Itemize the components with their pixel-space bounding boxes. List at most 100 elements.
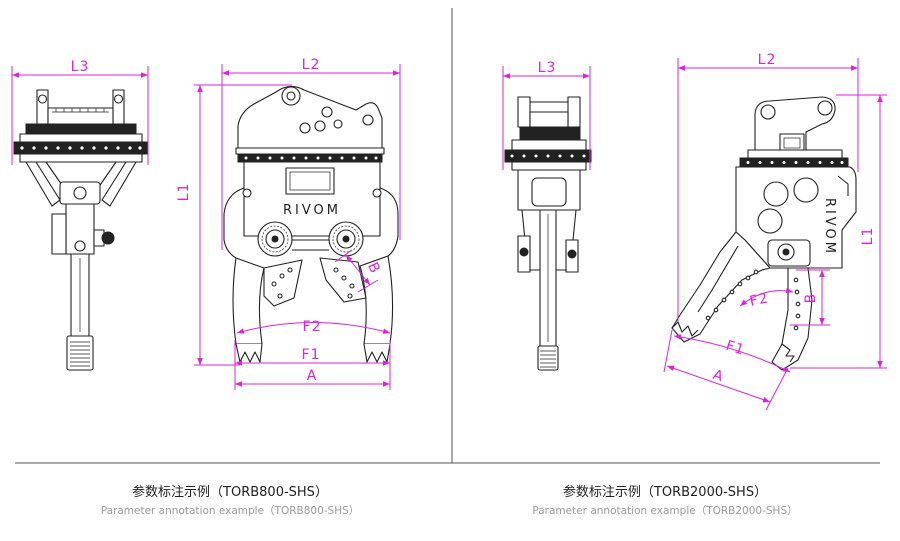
jaw-tip [66, 335, 94, 371]
dim-label-l1: L1 [860, 227, 876, 246]
side-arm-right [101, 161, 137, 207]
cylinder-pin [73, 186, 87, 200]
torb800-dimensions: L3 L2 L1 B F2 F1 A [11, 57, 401, 390]
bracket-base-plate [235, 147, 385, 155]
ear-pin [113, 94, 124, 104]
dim-label-l3: L3 [71, 59, 90, 75]
bracket-pin-hole [760, 104, 776, 120]
ear-pin [37, 94, 48, 104]
left-rotary-gear [257, 221, 293, 257]
dim-label-f1: F1 [302, 347, 321, 363]
mount-crossbar [529, 111, 569, 128]
left-jaw-teeth [235, 343, 263, 363]
body-window [531, 177, 567, 207]
body-hole [763, 181, 789, 207]
right-jaw [771, 267, 813, 371]
body-hole [793, 177, 819, 203]
left-caption-en: Parameter annotation example（TORB800-SHS… [100, 505, 360, 517]
flange-bolts [244, 156, 378, 160]
b-extension-top [334, 249, 353, 263]
a-extension-right [765, 367, 789, 411]
right-shoulder [379, 187, 399, 257]
bracket-pin [286, 91, 296, 101]
mount-crossbar [47, 107, 114, 125]
top-plate [511, 139, 587, 151]
right-mount-ear [567, 96, 581, 128]
bracket-hole [362, 114, 374, 126]
body-hole [757, 208, 783, 234]
right-rotary-gear [328, 221, 364, 257]
right-jaw-holes [793, 277, 801, 331]
left-jaw-ridge [697, 245, 739, 313]
shoulder-bolt [242, 188, 252, 198]
a-extension-left [663, 329, 673, 373]
brand-mark: RIVOM [283, 203, 341, 218]
left-jaw [671, 231, 771, 343]
jaw-pin [567, 249, 577, 259]
side-lug-left [51, 213, 67, 255]
top-plate [19, 133, 143, 143]
dim-label-l1: L1 [176, 183, 192, 202]
a-dimension-line [666, 365, 771, 403]
left-shoulder [223, 187, 245, 259]
left-mount-ear [517, 96, 531, 128]
left-caption-cn: 参数标注示例（TORB800-SHS） [132, 485, 328, 500]
rotary-gear-hub [782, 248, 790, 256]
dim-label-a: A [307, 368, 318, 384]
flange-bolts [510, 154, 586, 158]
mount-bracket [237, 85, 383, 149]
name-plate-inner [289, 171, 331, 191]
f2-dimension-arc [739, 287, 794, 307]
flange-bolts [746, 161, 844, 164]
dim-label-a: A [711, 367, 726, 386]
dim-label-f2: F2 [748, 290, 770, 310]
torb2000-side-view [504, 96, 592, 371]
torb2000-dimensions: L3 L2 L1 B F2 F1 A [502, 52, 887, 411]
jaw-tip [537, 345, 559, 371]
crossbar-teeth [52, 108, 109, 113]
dim-label-l2: L2 [758, 52, 777, 68]
rotation-flange [237, 153, 383, 163]
f1-dimension-arc [673, 334, 791, 373]
bottom-plate [19, 153, 143, 163]
left-moving-jaw [263, 259, 303, 307]
side-arm-left [25, 161, 61, 207]
b-dimension-line [345, 254, 371, 286]
right-jaw-teeth [363, 343, 391, 363]
f2-dimension-arc [236, 322, 391, 334]
dim-label-l2: L2 [302, 57, 321, 73]
jaw-tip-teeth [540, 350, 556, 368]
b-extension-bottom [357, 279, 379, 293]
bracket-hole [299, 122, 311, 134]
dim-label-f1: F1 [724, 338, 747, 359]
bottom-plate [511, 161, 587, 171]
top-plate [747, 149, 843, 159]
side-lug [101, 231, 115, 245]
jaw-pin [519, 247, 529, 257]
bracket-block-inner [783, 137, 801, 149]
shoulder-bolt [372, 188, 382, 198]
right-caption-en: Parameter annotation example（TORB2000-SH… [532, 505, 798, 517]
bracket-pin-hole [817, 100, 833, 116]
dim-label-l3: L3 [538, 60, 557, 76]
bracket-hole [321, 106, 333, 118]
left-fixed-jaw [232, 257, 265, 345]
torb2000-main-view: RIVOM [671, 96, 857, 371]
pivot-pin [74, 240, 86, 252]
torb800-side-view [13, 89, 149, 371]
mount-base-bar [519, 126, 581, 141]
left-jaw-holes [705, 269, 759, 321]
brand-mark: RIVOM [822, 198, 837, 256]
gear-bridge [292, 239, 329, 251]
flange-bolts [20, 146, 142, 150]
dim-label-b: B [803, 293, 819, 304]
dim-label-f2: F2 [303, 319, 322, 335]
bracket-block [779, 133, 805, 151]
right-caption-cn: 参数标注示例（TORB2000-SHS） [562, 485, 768, 500]
bracket-hole [333, 119, 343, 129]
bracket-hole [314, 120, 326, 132]
mount-base-bar [25, 123, 137, 135]
body-notch [837, 175, 849, 196]
